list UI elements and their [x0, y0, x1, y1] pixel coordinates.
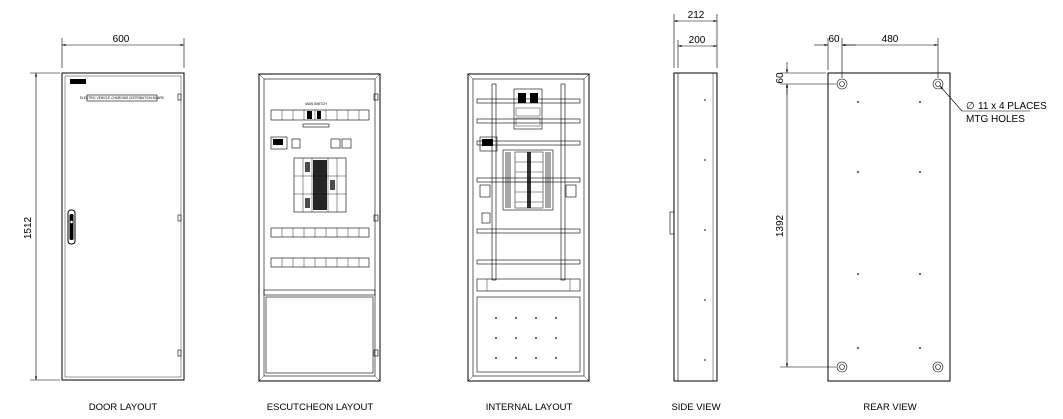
escutcheon-lower-blank-panel	[265, 296, 374, 374]
internal-terminal-strip	[476, 278, 581, 292]
escutcheon-layout-label: ESCUTCHEON LAYOUT	[267, 402, 374, 413]
mounting-hole-top-left	[836, 78, 848, 90]
side-inner-dimension: 200	[689, 35, 706, 46]
main-isolator	[513, 88, 543, 130]
rear-left-offset-dimension: 60	[828, 34, 840, 45]
mounting-hole-top-right	[932, 78, 944, 90]
escutcheon-frame	[263, 78, 376, 377]
mounting-hole-bottom-right	[932, 361, 944, 373]
side-profile-outline	[673, 72, 718, 382]
rear-vertical-hole-dimension: 1392	[775, 214, 786, 237]
door-nameplate-text: ELECTRIC VEHICLE CHARGING DISTRIBUTION B…	[80, 96, 165, 100]
door-height-dimension: 1512	[23, 216, 34, 239]
energy-meter-display	[273, 139, 283, 145]
mounting-holes-note-line1: 11 x 4 PLACES	[978, 101, 1047, 112]
escutcheon-layout-view: MAIN SWITCH	[258, 73, 381, 413]
internal-gland-plate	[476, 296, 581, 373]
internal-layout-view: INTERNAL LAYOUT	[467, 73, 590, 413]
side-handle-profile	[669, 211, 675, 235]
door-nameplate	[86, 94, 158, 102]
door-layout-view: ELECTRIC VEHICLE CHARGING DISTRIBUTION B…	[23, 34, 185, 413]
diameter-symbol-icon: ∅	[966, 101, 975, 112]
rear-panel-outline	[827, 72, 951, 382]
side-outer-dimension: 212	[688, 10, 705, 21]
internal-layout-label: INTERNAL LAYOUT	[486, 402, 573, 413]
main-switch-label: MAIN SWITCH	[305, 102, 327, 106]
escutcheon-socket-row-1	[270, 227, 370, 238]
escutcheon-top-cutout-row	[270, 109, 370, 128]
internal-enclosure	[467, 73, 590, 382]
rear-top-offset-dimension: 60	[775, 72, 786, 84]
rear-hole-span-dimension: 480	[882, 34, 899, 45]
escutcheon-socket-row-2	[270, 257, 370, 268]
rear-view: 60 480 60 1392 ∅ 11 x 4 PLACES MTG HOLES…	[775, 34, 1047, 413]
door-lock-icon	[70, 220, 73, 224]
door-width-dimension: 600	[113, 34, 130, 45]
door-hinge-bottom	[177, 349, 182, 357]
mounting-holes-note-line2: MTG HOLES	[966, 114, 1025, 125]
internal-breaker-column	[502, 149, 554, 211]
escutcheon-enclosure	[258, 73, 381, 382]
door-hinge-middle	[177, 214, 182, 222]
internal-energy-meter	[479, 136, 498, 152]
manufacturer-badge	[70, 79, 86, 84]
energy-meter-cutout	[270, 136, 288, 150]
door-handle-grip	[69, 214, 74, 240]
door-outline	[61, 72, 185, 381]
mounting-hole-bottom-left	[836, 361, 848, 373]
rear-view-label: REAR VIEW	[863, 402, 916, 413]
side-view: 212 200 SIDE VIEW	[669, 10, 721, 413]
door-inner-edge	[64, 75, 182, 378]
door-hinge-top	[177, 93, 182, 101]
side-view-label: SIDE VIEW	[671, 402, 720, 413]
door-layout-label: DOOR LAYOUT	[89, 402, 158, 413]
mcb-breaker-block	[293, 157, 347, 213]
